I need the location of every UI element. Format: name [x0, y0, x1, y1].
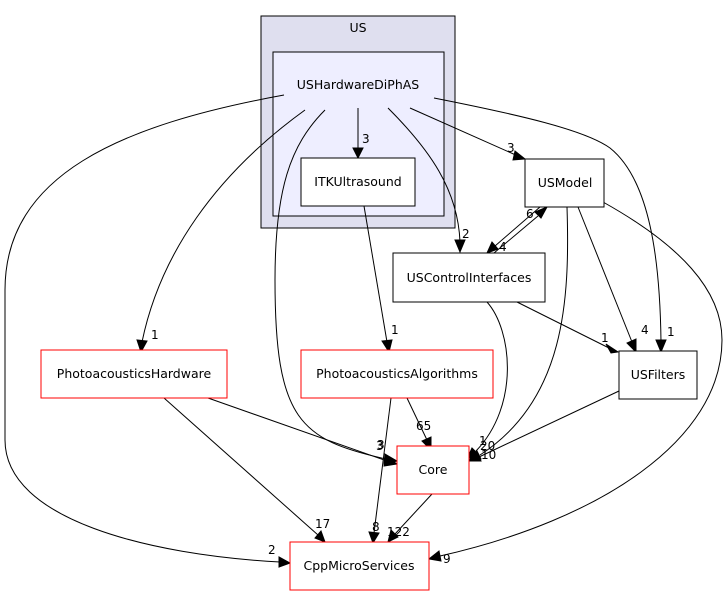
edge-usmodel-usfilters: 4: [577, 206, 649, 354]
edge-label: 2: [462, 227, 470, 241]
edge-dip-cpp: 2: [4, 94, 292, 568]
node-photoacousticshardware[interactable]: PhotoacousticsHardware: [40, 349, 228, 399]
node-usmodel-label: USModel: [538, 175, 593, 190]
edge-pahw-cpp: 17: [163, 397, 330, 543]
node-cppmicroservices-label: CppMicroServices: [304, 558, 415, 573]
edge-usmodel-usci: 4: [486, 206, 541, 254]
edge-label: 1: [151, 328, 159, 342]
node-usfilters[interactable]: USFilters: [618, 350, 698, 400]
edge-label: 4: [641, 323, 649, 337]
edge-paalg-core: 65: [406, 397, 432, 452]
edge-label: 10: [481, 448, 496, 462]
node-core[interactable]: Core: [396, 445, 470, 495]
edge-label: 3: [507, 141, 515, 155]
edge-label-pahw-core: 3: [377, 438, 385, 452]
edge-label: 17: [315, 517, 330, 531]
node-uscontrolinterfaces[interactable]: USControlInterfaces: [392, 252, 546, 303]
edge-dip-pahw: 1: [136, 109, 306, 354]
node-itkultrasound-label: ITKUltrasound: [314, 174, 401, 189]
edge-label: 3: [376, 439, 384, 453]
edge-pahw-core: [207, 397, 399, 467]
node-core-label: Core: [419, 462, 448, 477]
edge-usfilters-core: 10: [467, 390, 620, 462]
edge-paalg-cpp: 8: [368, 397, 392, 545]
edge-label: 8: [372, 520, 380, 534]
node-photoacousticshardware-label: PhotoacousticsHardware: [57, 366, 212, 381]
edge-dip-usfilters: 1: [433, 97, 675, 354]
edge-label: 1: [667, 325, 675, 339]
node-usfilters-label: USFilters: [631, 367, 686, 382]
node-usmodel[interactable]: USModel: [524, 158, 605, 208]
edge-dip-usmodel: 3: [409, 107, 527, 161]
edge-label: 1: [479, 434, 487, 448]
edge-dip-usci: 2: [387, 107, 470, 254]
edge-usmodel-cpp: 9: [427, 201, 723, 566]
cluster-us-label: US: [349, 20, 366, 35]
edge-label: 2: [268, 543, 276, 557]
node-cppmicroservices[interactable]: CppMicroServices: [289, 541, 430, 591]
edge-dip-itk: 3: [352, 108, 370, 160]
edge-label: 122: [387, 525, 410, 539]
edge-usci-usmodel: 6: [493, 205, 549, 254]
edge-label: 4: [499, 240, 507, 254]
edge-label: 3: [362, 132, 370, 146]
edge-label: 65: [416, 419, 431, 433]
edge-label: 1: [391, 323, 399, 337]
node-photoacousticsalgorithms[interactable]: PhotoacousticsAlgorithms: [300, 349, 494, 399]
node-uscontrolinterfaces-label: USControlInterfaces: [407, 270, 532, 285]
edge-usci-usfilters: 1: [516, 301, 620, 354]
edge-core-cpp: 122: [387, 493, 433, 543]
node-photoacousticsalgorithms-label: PhotoacousticsAlgorithms: [316, 366, 478, 381]
edge-label: 9: [443, 552, 451, 566]
cluster-ushardwarediphas-label: USHardwareDiPhAS: [297, 77, 420, 92]
edge-label: 1: [601, 331, 609, 345]
edges: 3 3 2 1 3 1: [4, 94, 723, 568]
edge-label: 6: [526, 207, 534, 221]
edge-itk-paalg: 1: [363, 205, 399, 354]
node-itkultrasound[interactable]: ITKUltrasound: [300, 157, 416, 207]
